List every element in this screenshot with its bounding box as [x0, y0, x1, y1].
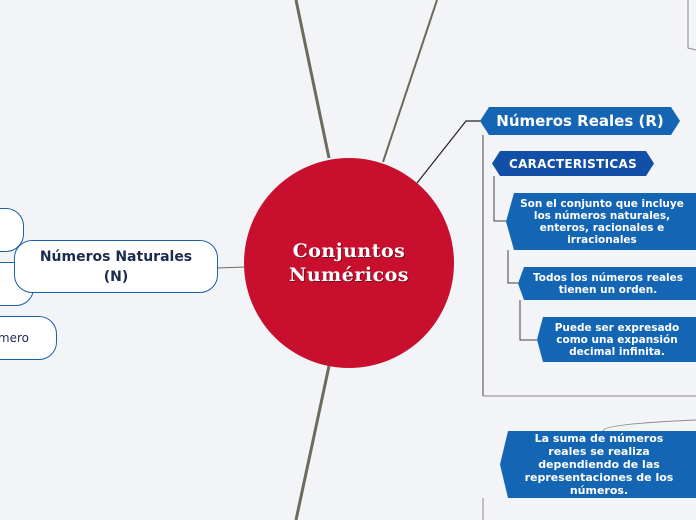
suma-reales-text: La suma de números reales se realiza dep…	[524, 432, 674, 497]
caracteristicas-label: CARACTERISTICAS	[508, 156, 638, 171]
branch-bottom	[294, 365, 331, 520]
numeros-reales-node[interactable]: Números Reales (R)	[480, 107, 680, 135]
numeros-naturales-label: Números Naturales (N)	[39, 248, 193, 285]
natural-child-node-3-text: mero	[0, 331, 29, 345]
suma-reales-box[interactable]: La suma de números reales se realiza dep…	[500, 431, 696, 498]
branch-top-right	[382, 0, 438, 163]
center-title: Conjuntos Numéricos	[288, 240, 410, 286]
caracteristicas-node[interactable]: CARACTERISTICAS	[492, 151, 654, 176]
branch-top-left	[294, 0, 331, 159]
top-right-frame	[687, 0, 696, 51]
box1-to-box2	[507, 250, 518, 284]
branch-left	[217, 266, 245, 269]
box4-connector	[602, 419, 696, 432]
branch-to-reales	[416, 120, 482, 184]
characteristic-box-1-text: Son el conjunto que incluye los números …	[520, 197, 684, 246]
box2-to-box3	[519, 300, 537, 341]
natural-child-node-3[interactable]: mero	[0, 316, 57, 360]
caract-to-box1	[493, 176, 506, 222]
characteristic-box-2[interactable]: Todos los números reales tienen un orden…	[518, 267, 696, 300]
numeros-naturales-node[interactable]: Números Naturales (N)	[14, 240, 218, 293]
characteristic-box-2-text: Todos los números reales tienen un orden…	[533, 271, 683, 296]
center-node[interactable]: Conjuntos Numéricos	[244, 158, 454, 368]
characteristic-box-3[interactable]: Puede ser expresado como una expansión d…	[537, 317, 696, 362]
characteristic-box-1[interactable]: Son el conjunto que incluye los números …	[506, 193, 696, 250]
numeros-reales-label: Números Reales (R)	[496, 112, 664, 130]
characteristic-box-3-text: Puede ser expresado como una expansión d…	[554, 321, 680, 358]
